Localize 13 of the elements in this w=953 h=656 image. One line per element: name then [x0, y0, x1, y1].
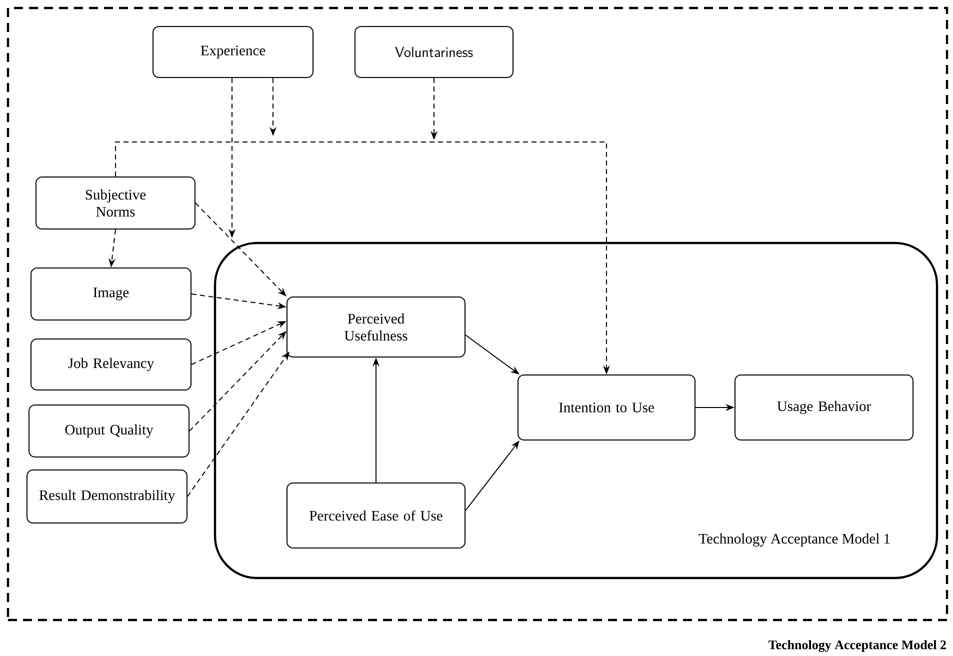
frame-title: Technology Acceptance Model 2	[768, 640, 946, 652]
rounded-box: Perceived Ease of Use	[286, 482, 466, 548]
rounded-box: Image	[30, 268, 192, 320]
rounded-box: Result Demonstrability	[26, 470, 188, 524]
rounded-box: Job Relevancy	[30, 338, 192, 390]
arrow	[195, 202, 286, 296]
rounded-box: Perceived Usefulness	[286, 296, 466, 358]
rounded-box: Experience	[152, 26, 314, 78]
rounded-box: Usage Behavior	[734, 374, 914, 440]
rounded-box: Voluntariness	[354, 26, 514, 78]
rounded-box: Intention to Use	[518, 374, 696, 440]
rounded-box: Subjective Norms	[36, 176, 196, 230]
rounded-box: Output Quality	[28, 404, 190, 458]
